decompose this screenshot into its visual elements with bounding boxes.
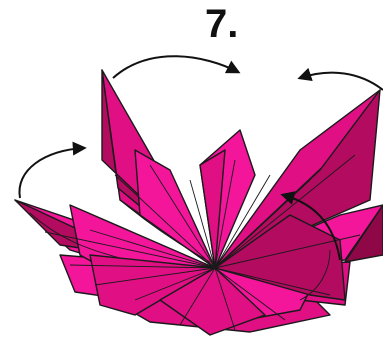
curved-arrow-right-petal	[300, 73, 383, 90]
lotus-flower	[15, 70, 383, 335]
curved-arrow-left-petal	[19, 148, 84, 198]
curved-arrow-back-petal	[113, 56, 238, 78]
